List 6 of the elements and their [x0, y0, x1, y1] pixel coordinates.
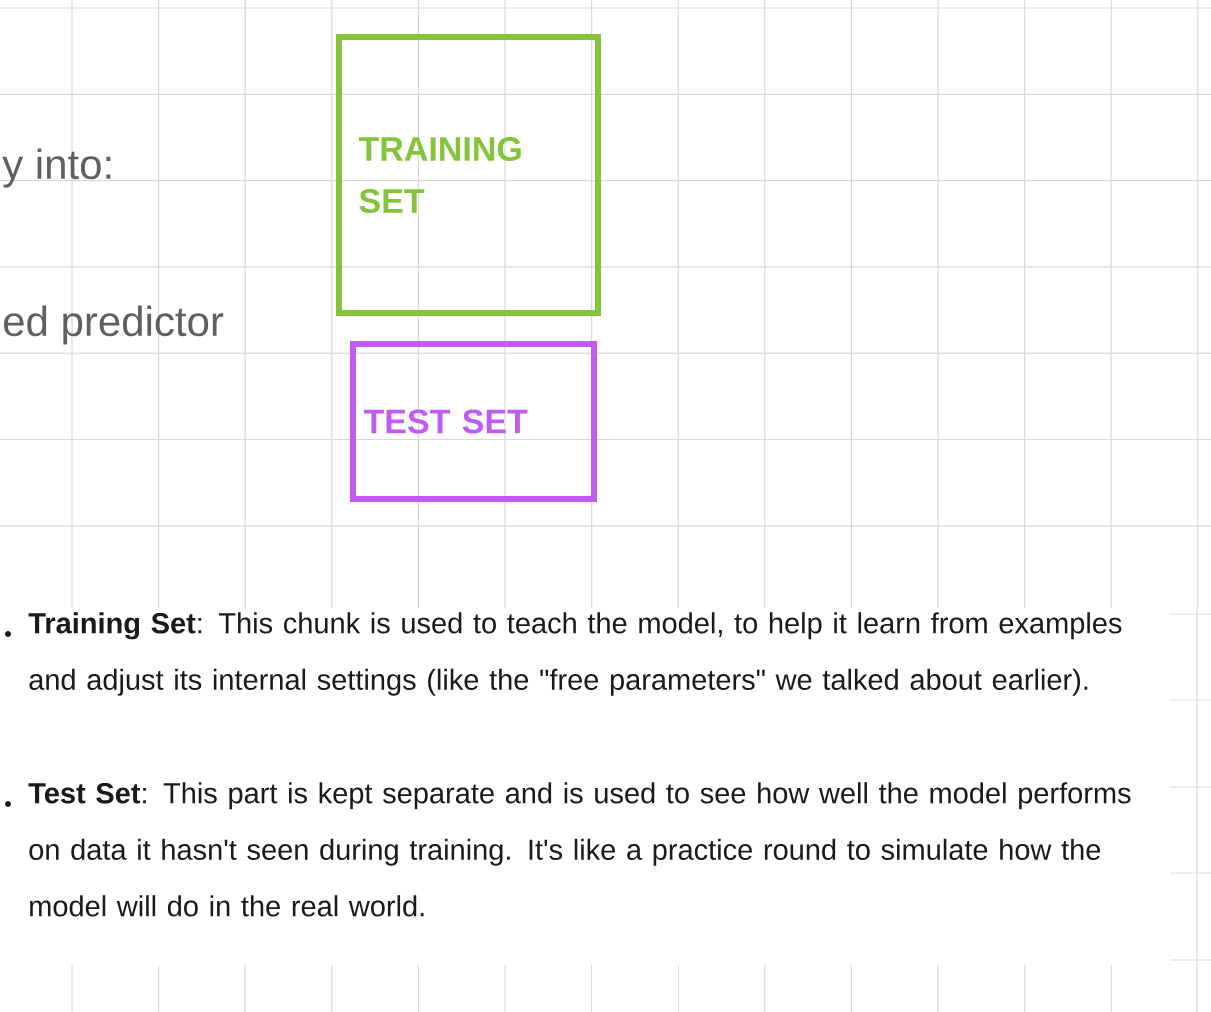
set-box: TRAINING SET	[336, 34, 601, 316]
handwritten-note: y into:	[2, 148, 111, 188]
set-box: TEST SET	[350, 341, 597, 502]
bullet-text: Training Set: This chunk is used to teach the model, to help it learn from examples and adjust its internal settings (like the "free parameters" we talked about earlier).	[28, 612, 1122, 696]
handwritten-note: ed predictor	[4, 305, 224, 345]
bullet-text: Test Set: This part is kept separate and is used to see how well the model performs on data it hasn't seen during training. It's like a practice round to simulate how the model will do in the real world.	[28, 782, 1131, 917]
